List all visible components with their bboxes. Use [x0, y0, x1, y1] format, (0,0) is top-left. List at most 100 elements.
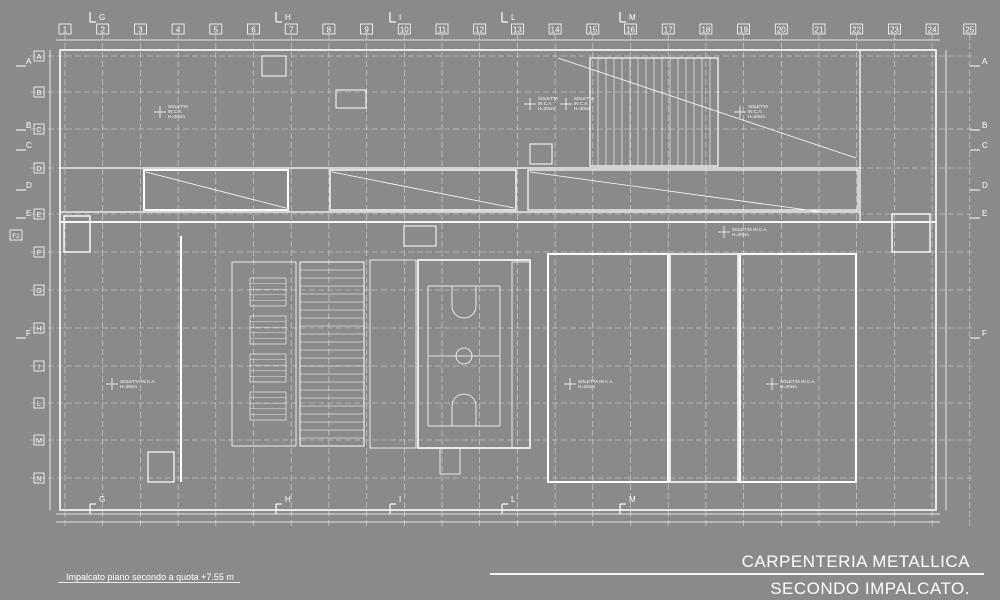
row-marker	[33, 208, 45, 220]
seating-box	[231, 261, 297, 447]
section-mark-label: F	[982, 329, 987, 338]
section-mark-label: M	[629, 13, 636, 22]
section-mark-label: I	[399, 495, 401, 504]
section-mark-label: B	[982, 121, 987, 130]
gym-key-bottom	[451, 393, 477, 426]
column-marker	[247, 23, 260, 35]
row-label: D	[36, 164, 42, 173]
column-label: 10	[400, 26, 409, 35]
title-rule	[490, 573, 984, 575]
row-label: G	[36, 286, 42, 295]
note-label: SOLETTA	[748, 104, 768, 109]
note-label: IN C.A.	[538, 101, 553, 106]
column-marker	[812, 23, 826, 35]
void-1	[143, 169, 289, 211]
section-mark-label: H	[285, 13, 291, 22]
section-mark-label: L	[511, 13, 516, 22]
ramp-lines	[597, 58, 711, 166]
column-marker	[510, 23, 524, 35]
note-label: H=20cm	[168, 114, 185, 119]
section-mark-label: A	[982, 57, 988, 66]
seat-block	[249, 277, 287, 307]
stair-core-center	[403, 225, 437, 247]
void-3-diagonal	[529, 171, 823, 213]
row-marker	[33, 434, 45, 446]
void-2	[329, 169, 517, 211]
row-label: F	[37, 248, 42, 257]
row-label: C	[36, 125, 42, 134]
stair-box-right	[529, 143, 553, 165]
note-label: IN C.A.	[574, 101, 589, 106]
section-mark-label: I	[399, 13, 401, 22]
column-label: 25	[965, 26, 974, 35]
gym-key-top	[451, 286, 477, 319]
column-marker	[435, 23, 449, 35]
row-label: I	[38, 362, 40, 371]
seating-lines	[249, 277, 287, 421]
column-marker	[284, 23, 298, 35]
bleachers-box	[299, 261, 365, 447]
section-mark-label: E	[26, 209, 31, 218]
column-label: 16	[626, 26, 635, 35]
column-label: 19	[739, 26, 748, 35]
column-label: 22	[852, 26, 861, 35]
drawing-title: CARPENTERIA METALLICA	[741, 552, 970, 571]
building-outline	[59, 49, 937, 511]
note-label: IN C.A.	[168, 109, 183, 114]
column-label: 24	[928, 26, 937, 35]
slab-mid	[669, 253, 739, 483]
section-mark-label: G	[99, 495, 105, 504]
stair-box-mid	[335, 89, 367, 109]
note-label: SOLETTA	[574, 96, 594, 101]
section-mark-label: M	[629, 495, 636, 504]
note-label: SOLETTA	[538, 96, 558, 101]
section-mark-label: D	[982, 181, 988, 190]
column-label: 1	[63, 26, 68, 35]
row-marker	[33, 86, 45, 98]
gym-center-circle	[455, 347, 473, 365]
column-label: 9	[364, 26, 369, 35]
section-mark-label: A	[26, 57, 32, 66]
column-marker	[360, 23, 374, 35]
column-marker	[586, 23, 600, 35]
row-marker	[33, 360, 45, 372]
title-block: CARPENTERIA METALLICA SECONDO IMPALCATO.	[490, 552, 984, 598]
section-mark-label: B	[26, 121, 31, 130]
row-marker	[33, 162, 45, 174]
gym-aux	[369, 259, 417, 449]
note-label: H=20cm	[780, 384, 797, 389]
row-marker	[33, 397, 45, 409]
void-3	[527, 169, 859, 211]
column-marker	[548, 23, 562, 35]
side-tag-label: F2	[12, 233, 20, 240]
void-2-diagonal	[331, 171, 515, 209]
slab-left	[180, 236, 182, 482]
row-marker	[33, 246, 45, 258]
stair-box-top	[261, 55, 287, 77]
row-label: E	[36, 210, 41, 219]
seat-block	[249, 391, 287, 421]
column-label: 6	[251, 26, 256, 35]
column-marker	[473, 23, 487, 35]
column-marker	[624, 23, 637, 35]
column-marker	[397, 23, 411, 35]
column-marker	[133, 23, 147, 35]
column-marker	[737, 23, 750, 35]
note-label: SOLETTA IN C.A.	[732, 227, 768, 232]
row-marker	[33, 123, 45, 135]
column-label: 11	[438, 26, 447, 35]
section-mark-label: C	[982, 141, 988, 150]
row-label: N	[36, 474, 41, 483]
row-label: H	[36, 324, 41, 333]
column-label: 5	[214, 26, 219, 35]
note-label: IN C.A.	[748, 109, 763, 114]
note-label: H=20cm	[538, 106, 555, 111]
column-label: 15	[588, 26, 597, 35]
note-label: SOLETTA	[168, 104, 188, 109]
column-marker	[850, 23, 864, 35]
column-marker	[699, 23, 713, 35]
column-marker	[925, 23, 939, 35]
slab-mid-left	[547, 253, 669, 483]
